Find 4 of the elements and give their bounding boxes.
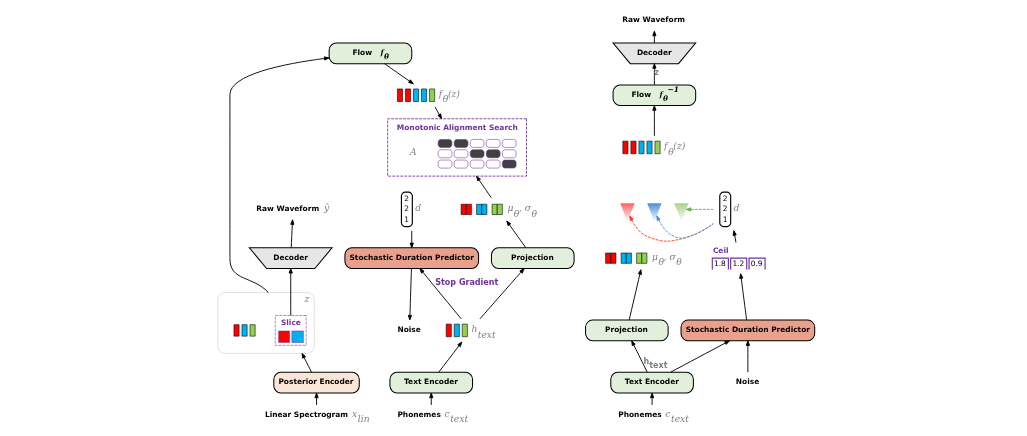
node-label: d <box>414 202 421 213</box>
node-label: z <box>304 292 309 304</box>
node-label: d <box>733 202 739 213</box>
node-label: ŷ <box>323 202 329 213</box>
